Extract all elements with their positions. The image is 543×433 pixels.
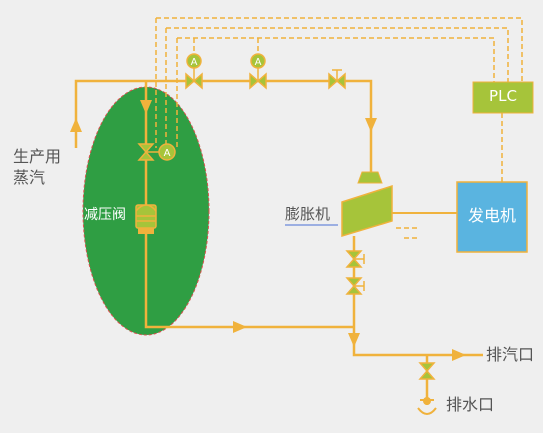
flow-arrow-icon xyxy=(452,349,466,361)
flow-arrow-icon xyxy=(365,118,377,132)
actuator-a3-text: A xyxy=(164,148,171,159)
gate-valve-icon xyxy=(418,362,436,380)
plc-label: PLC xyxy=(489,87,517,105)
control-lines xyxy=(155,17,523,239)
flow-arrow-icon xyxy=(348,333,360,347)
actuator-a2-text: A xyxy=(255,57,262,68)
actuators: A A A xyxy=(146,53,266,161)
exhaust-outlet-label: 排汽口 xyxy=(486,345,535,364)
flow-arrows xyxy=(70,100,466,361)
actuator-a1-text: A xyxy=(191,57,198,68)
steam-in-label-line2: 蒸汽 xyxy=(13,168,46,187)
flow-arrow-icon xyxy=(233,321,247,333)
steam-in-label-line1: 生产用 xyxy=(13,147,62,166)
generator-label: 发电机 xyxy=(467,206,516,225)
expander-turbine-icon xyxy=(341,171,457,238)
generator-box xyxy=(456,181,528,253)
reducing-valve-symbol xyxy=(135,204,157,234)
valves xyxy=(137,69,436,380)
trap-icon xyxy=(417,397,437,415)
drain-outlet-label: 排水口 xyxy=(446,395,495,414)
flow-arrow-icon xyxy=(140,100,152,114)
flow-arrow-icon xyxy=(70,118,82,132)
expander-label: 膨胀机 xyxy=(285,205,331,223)
plc-box xyxy=(472,81,534,114)
reducing-valve-label: 减压阀 xyxy=(84,207,126,223)
